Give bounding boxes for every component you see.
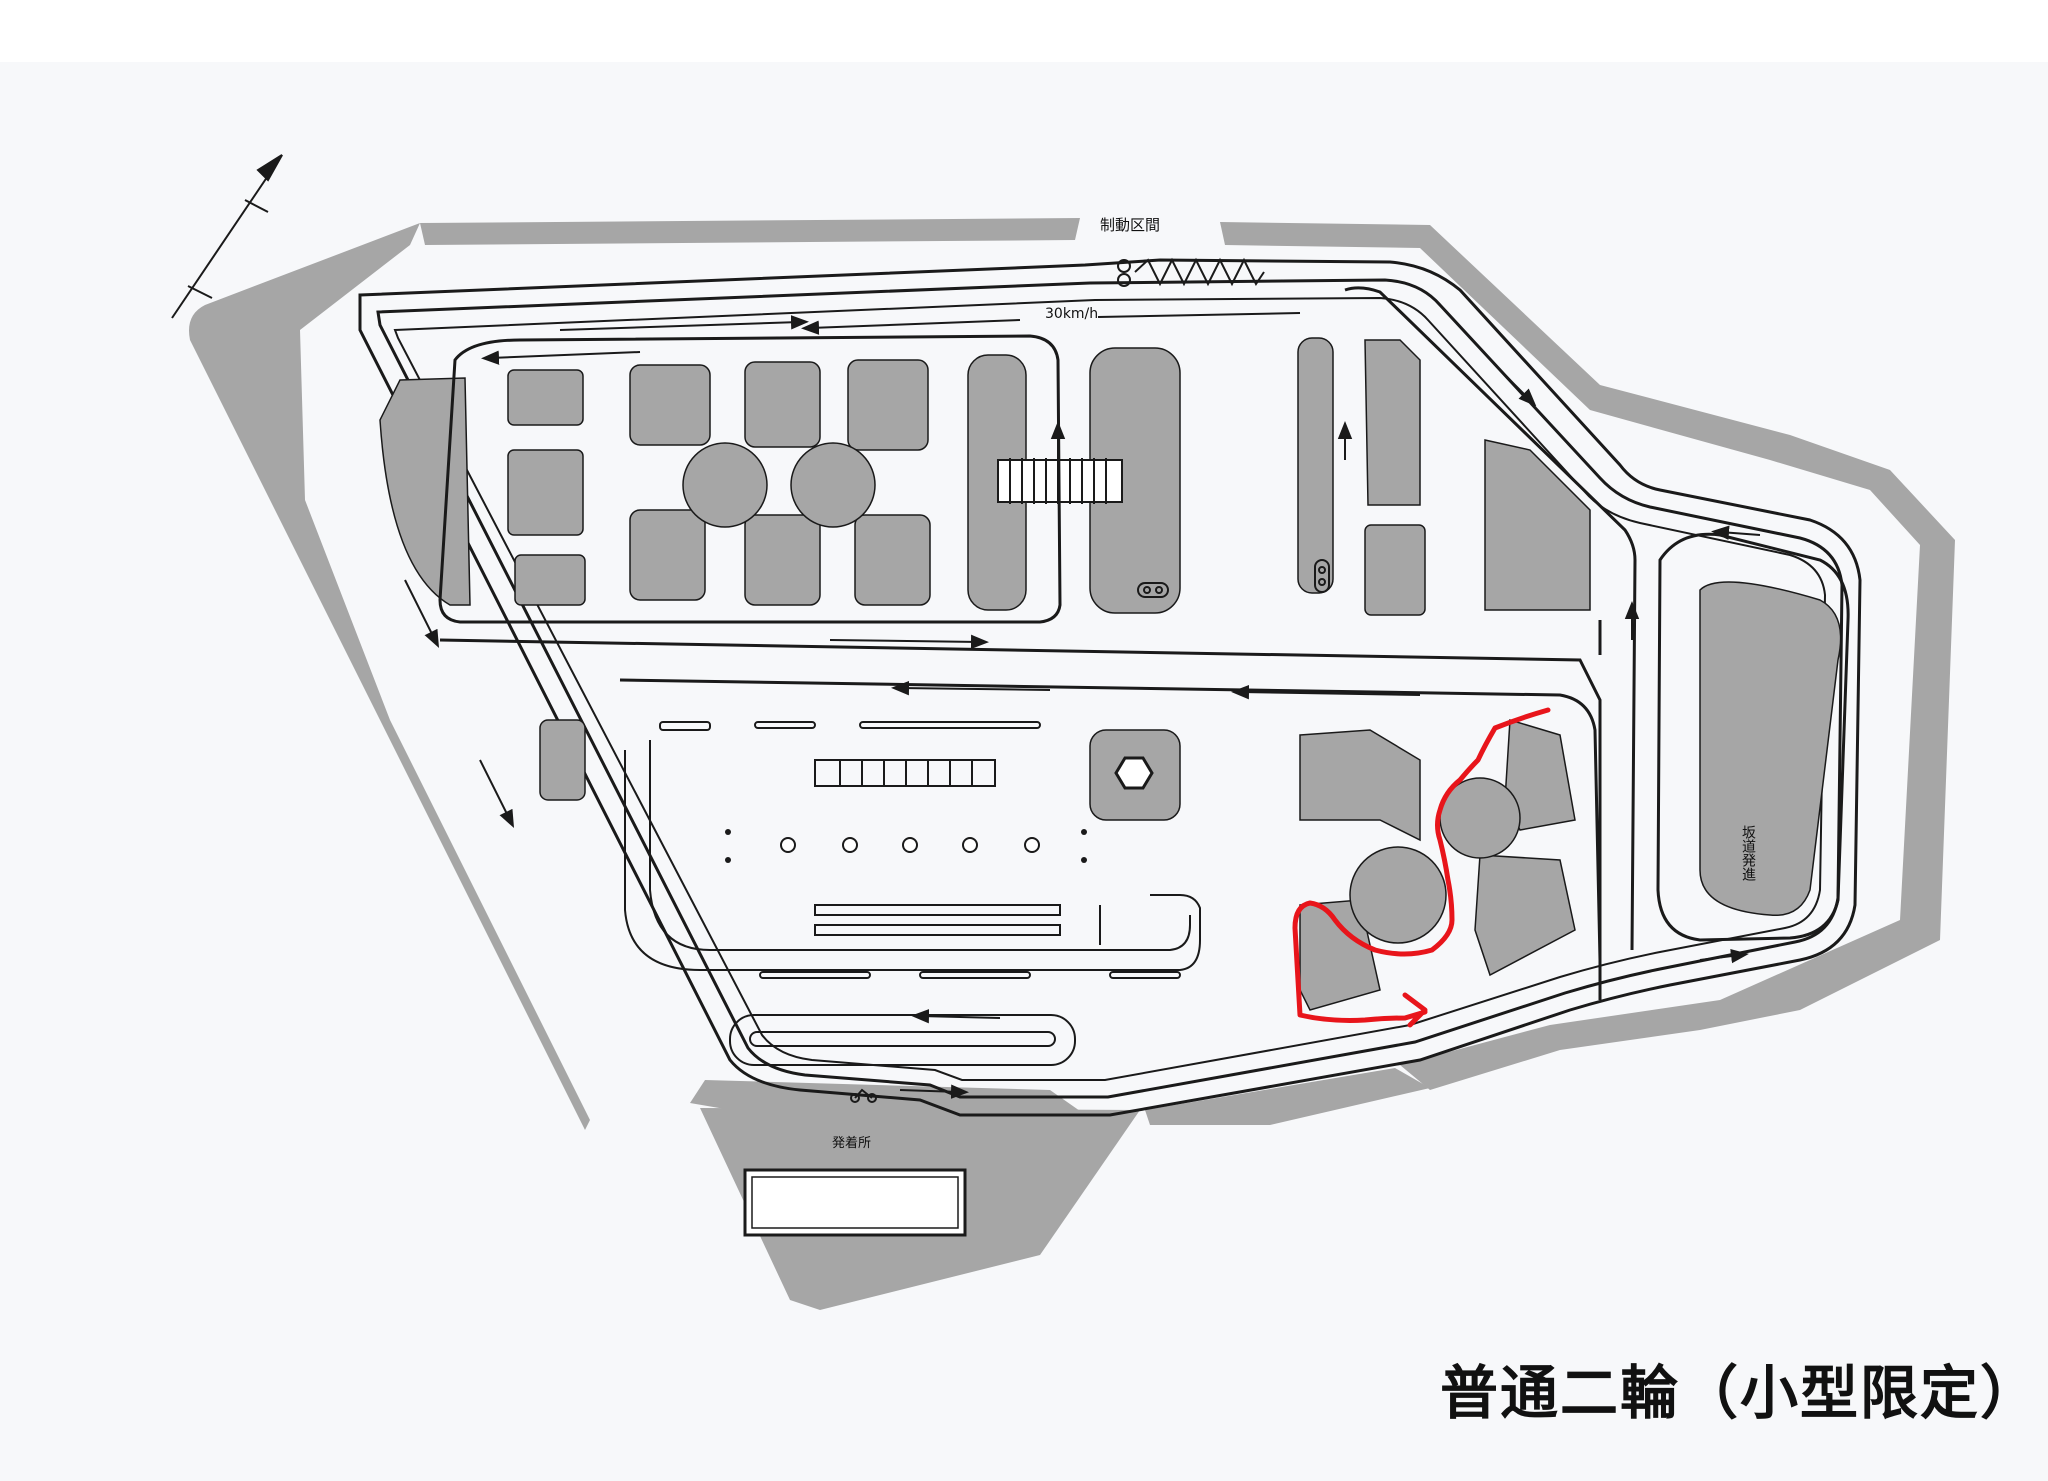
arrow-left-descend-2 bbox=[479, 759, 515, 829]
arrow-bottom-lane bbox=[899, 1084, 969, 1099]
roundabout-course-2 bbox=[1349, 846, 1447, 944]
lot-d1 bbox=[847, 359, 929, 451]
lot-d2 bbox=[854, 514, 931, 606]
road-left-loop bbox=[624, 750, 1201, 971]
road-inner-loop bbox=[649, 740, 1191, 951]
slalom-bar-2 bbox=[814, 924, 1061, 936]
arrow-top-lane bbox=[559, 315, 809, 331]
straight-course-track bbox=[729, 1014, 1076, 1066]
straight-course-inner bbox=[749, 1031, 1056, 1047]
lane-mark-6 bbox=[1109, 971, 1181, 979]
label-braking-section: 制動区間 bbox=[1100, 216, 1160, 234]
north-arrow-icon bbox=[171, 154, 283, 319]
road-loop-upper bbox=[438, 334, 1062, 624]
arrow-bottom-lane-2 bbox=[911, 1009, 1001, 1024]
lot-c1 bbox=[744, 361, 821, 448]
lane-mark-1 bbox=[659, 721, 711, 731]
lot-b2 bbox=[629, 509, 706, 601]
speed-arrow-left bbox=[801, 319, 1021, 335]
lane-mark-5 bbox=[919, 971, 1031, 979]
lot-b1 bbox=[629, 364, 711, 446]
lot-g bbox=[1297, 337, 1334, 594]
arrow-mid-lane bbox=[829, 634, 989, 650]
lot-c2 bbox=[744, 514, 821, 606]
lot-k bbox=[539, 719, 586, 801]
arrow-left-descend bbox=[404, 579, 440, 649]
lane-mark-2 bbox=[754, 721, 816, 729]
roundabout-right bbox=[790, 442, 876, 528]
arrow-second-lane bbox=[481, 350, 641, 365]
lane-mark-4 bbox=[759, 971, 871, 979]
slalom-bar-1 bbox=[814, 904, 1061, 916]
traffic-light-2 bbox=[1314, 559, 1330, 593]
label-slope: 坂道発進 bbox=[1740, 825, 1756, 882]
motorcycle-icon bbox=[850, 1088, 877, 1103]
traffic-light-1 bbox=[1137, 582, 1169, 598]
lot-course-br bbox=[1474, 854, 1576, 977]
road-center-band-lower bbox=[619, 678, 1602, 961]
lane-divider-ring bbox=[393, 296, 1827, 1081]
lane-mark-3 bbox=[859, 721, 1041, 729]
braking-section-sign bbox=[1117, 257, 1265, 287]
outer-grass-bottomright bbox=[1145, 1068, 1430, 1125]
road-slope-loop bbox=[1656, 532, 1850, 942]
outer-grass-topright bbox=[1220, 222, 1955, 1090]
speed-arrow-right bbox=[1097, 312, 1301, 318]
outer-grass-top bbox=[420, 218, 1080, 245]
test-route bbox=[1292, 707, 1551, 1028]
hexagon-feature bbox=[1114, 756, 1154, 790]
arrow-right-outer bbox=[1499, 369, 1537, 407]
start-building-inner bbox=[751, 1176, 959, 1229]
course-title: 普通二輪（小型限定） bbox=[1440, 1359, 2041, 1427]
arrow-center-band bbox=[1231, 684, 1421, 700]
lot-i bbox=[1364, 524, 1426, 616]
lot-course-bottom bbox=[1299, 729, 1421, 842]
arrow-bottom-right bbox=[1699, 948, 1749, 964]
label-start-point: 発着所 bbox=[832, 1135, 871, 1151]
lot-a2 bbox=[507, 449, 584, 536]
lot-a3 bbox=[514, 554, 586, 606]
outer-grass-left bbox=[189, 223, 590, 1130]
lot-left-large bbox=[379, 377, 471, 606]
lot-a1 bbox=[507, 369, 584, 426]
lot-h bbox=[1364, 339, 1421, 506]
arrow-slope-top bbox=[1711, 525, 1761, 540]
arrow-center-left bbox=[891, 680, 1051, 696]
roundabout-left bbox=[682, 442, 768, 528]
pylon-points bbox=[780, 837, 1040, 853]
label-speed-limit: 30km/h bbox=[1045, 306, 1098, 322]
road-outer-line bbox=[358, 258, 1862, 1117]
road-center-band bbox=[439, 638, 1602, 1000]
lot-j bbox=[1484, 439, 1591, 611]
road-vertical-right bbox=[1344, 286, 1637, 951]
marker-dots bbox=[725, 829, 1087, 863]
lot-slope bbox=[1699, 581, 1842, 917]
